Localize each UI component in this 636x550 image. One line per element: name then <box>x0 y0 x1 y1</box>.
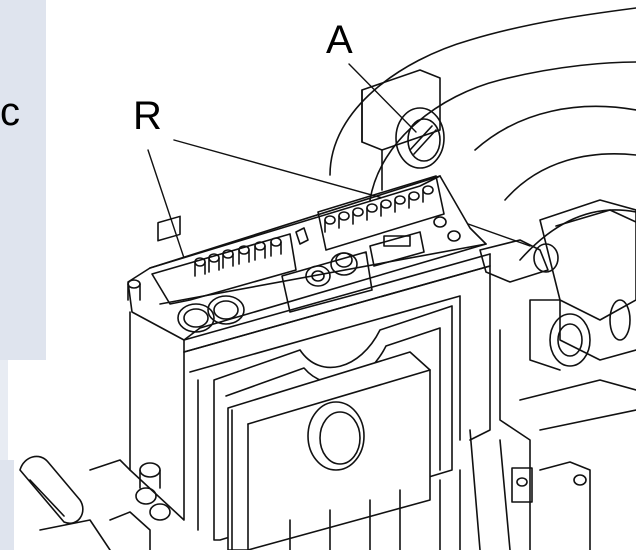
lower-left-parts <box>19 455 171 550</box>
pin-row-left <box>194 237 282 277</box>
right-mechanism <box>469 199 636 550</box>
bottom-fins <box>289 469 461 550</box>
curved-hose <box>329 7 636 261</box>
cylinder-a <box>361 69 445 191</box>
center-knobs <box>281 251 373 313</box>
label-c-partial: c <box>0 90 20 134</box>
standoff-post <box>127 279 141 301</box>
left-panel-mid <box>0 360 8 460</box>
label-r: R <box>133 94 162 138</box>
pin-connector-left <box>151 215 309 305</box>
housing-top-plate <box>127 175 491 353</box>
cable-glands <box>177 295 245 333</box>
left-panel-bottom <box>0 460 14 550</box>
pin-connector-right <box>317 175 461 267</box>
label-a: A <box>326 18 353 62</box>
left-panel-top <box>0 0 46 360</box>
pin-row-right <box>324 185 434 233</box>
housing-body <box>129 265 491 550</box>
